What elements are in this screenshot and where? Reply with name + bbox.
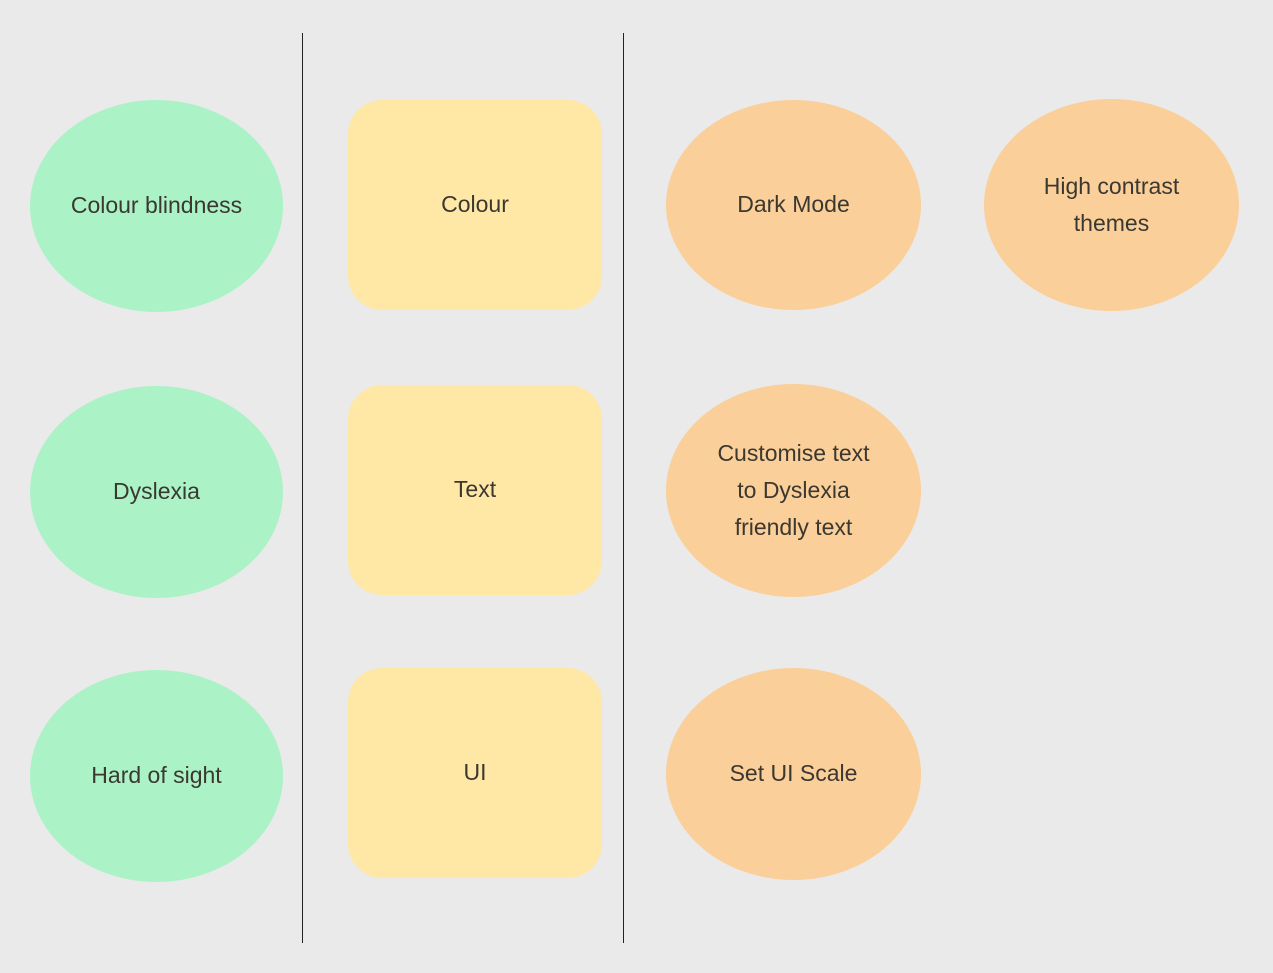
node-label: Hard of sight xyxy=(91,762,222,789)
node-label: Dyslexia xyxy=(113,478,200,505)
node-label: Set UI Scale xyxy=(729,760,858,787)
node-label: Colour blindness xyxy=(70,192,243,219)
node-text[interactable]: Text xyxy=(348,385,602,595)
node-dyslexia[interactable]: Dyslexia xyxy=(30,386,283,598)
node-ui[interactable]: UI xyxy=(348,668,602,878)
column-divider-1 xyxy=(302,33,303,943)
node-label: Text xyxy=(453,476,497,503)
node-colour-blindness[interactable]: Colour blindness xyxy=(30,100,283,312)
node-hard-of-sight[interactable]: Hard of sight xyxy=(30,670,283,882)
column-divider-2 xyxy=(623,33,624,943)
node-set-ui-scale[interactable]: Set UI Scale xyxy=(666,668,921,880)
node-label: UI xyxy=(463,759,487,786)
node-label: High contrast themes xyxy=(1043,172,1180,236)
node-high-contrast-themes[interactable]: High contrast themes xyxy=(984,99,1239,311)
node-customise-text-dyslexia[interactable]: Customise text to Dyslexia friendly text xyxy=(666,384,921,597)
node-label: Colour xyxy=(441,191,509,218)
node-dark-mode[interactable]: Dark Mode xyxy=(666,100,921,310)
node-label: Dark Mode xyxy=(737,191,850,218)
node-label: Customise text to Dyslexia friendly text xyxy=(717,439,870,541)
node-colour[interactable]: Colour xyxy=(348,100,602,310)
